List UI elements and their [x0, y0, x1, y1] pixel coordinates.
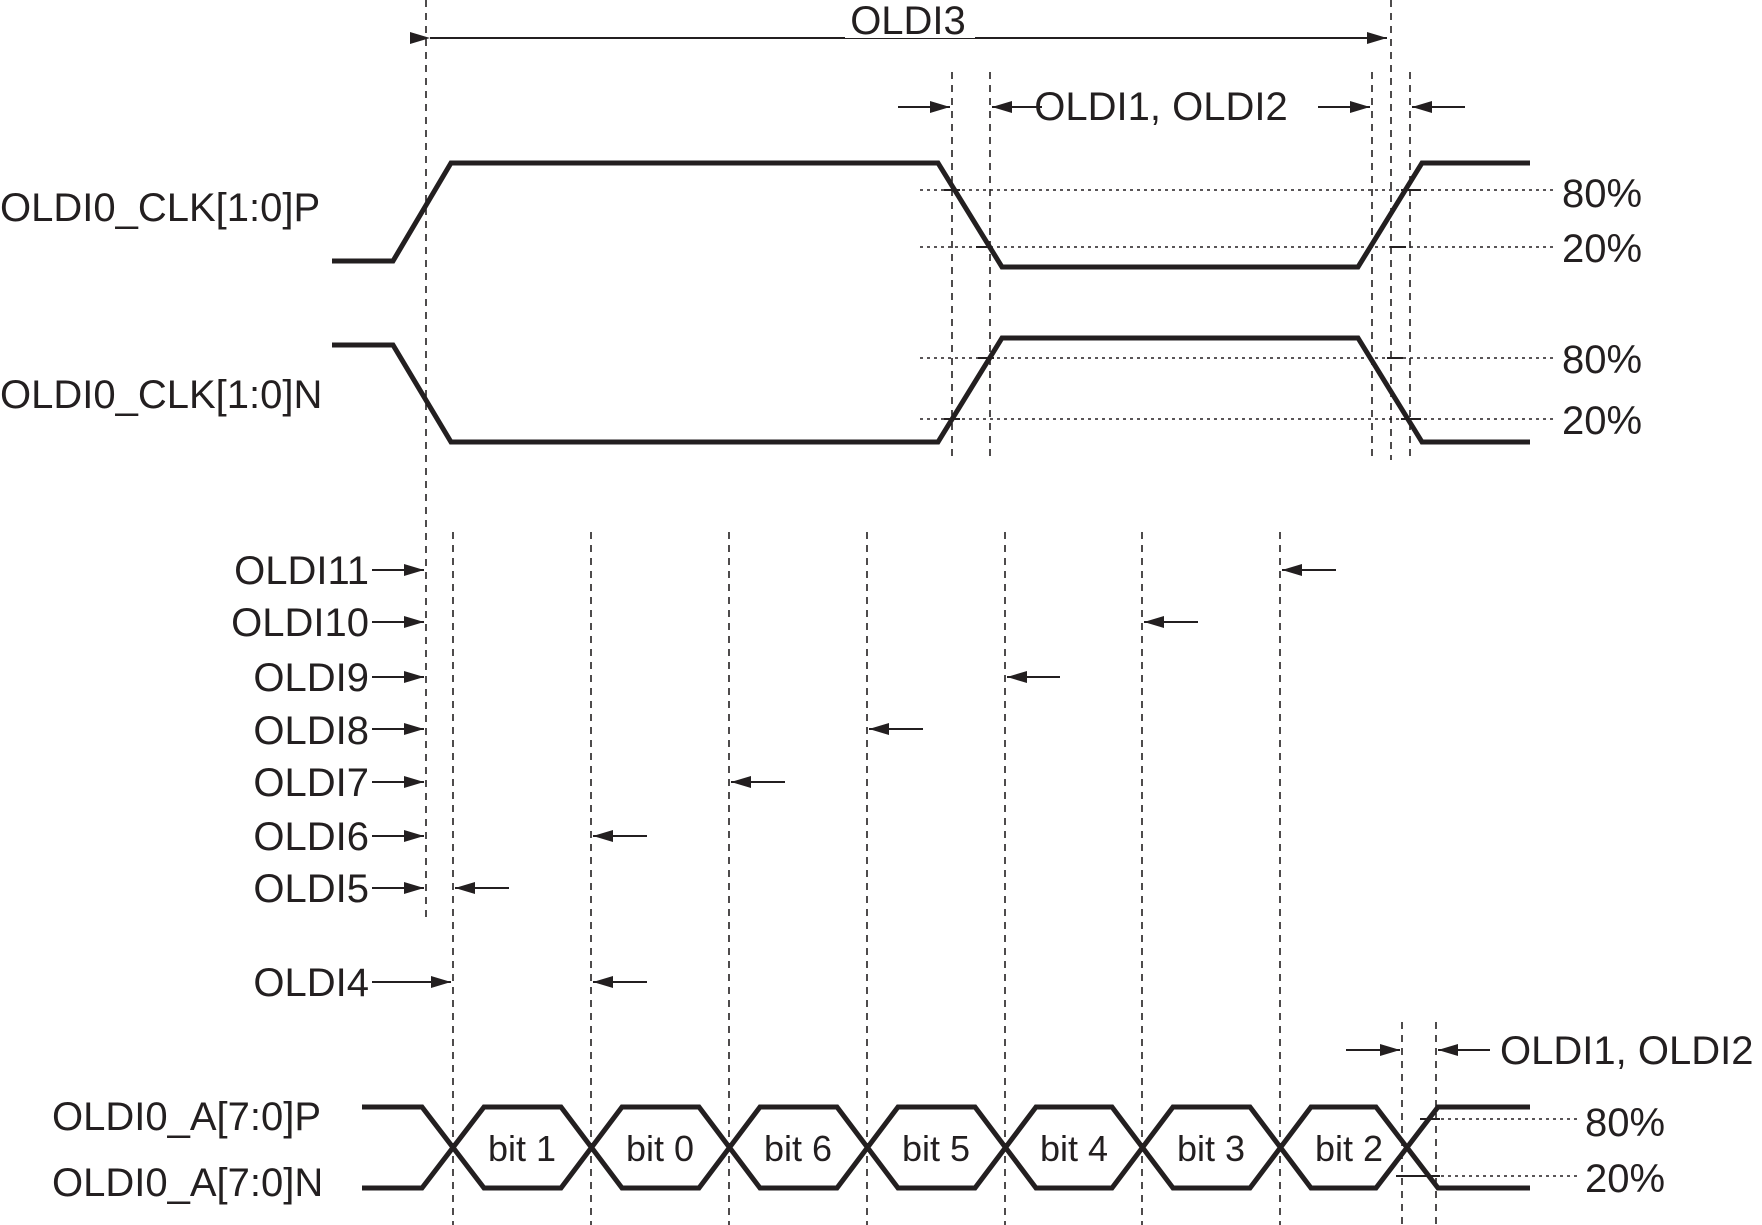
clk-n-waveform: OLDI0_CLK[1:0]N 80% 20%	[0, 335, 1642, 445]
reference-lines	[425, 0, 1437, 1225]
strobe-label: OLDI11	[234, 549, 369, 593]
clk-n-20-label: 20%	[1562, 399, 1642, 443]
strobe-label: OLDI5	[253, 867, 369, 911]
oldi3-label: OLDI3	[850, 0, 966, 43]
bit-label: bit 0	[626, 1128, 694, 1169]
bit-label: bit 1	[488, 1128, 556, 1169]
bit-label: bit 3	[1177, 1128, 1245, 1169]
bit-label: bit 4	[1040, 1128, 1108, 1169]
clk-p-20-label: 20%	[1562, 227, 1642, 271]
oldi1-oldi2-bottom-label: OLDI1, OLDI2	[1500, 1029, 1753, 1073]
strobe-label: OLDI10	[231, 601, 369, 645]
strobe-label: OLDI4	[253, 961, 369, 1005]
data-80-label: 80%	[1585, 1101, 1665, 1145]
bit-label: bit 2	[1315, 1128, 1383, 1169]
oldi1-oldi2-top-label: OLDI1, OLDI2	[1034, 85, 1287, 129]
clk-n-80-label: 80%	[1562, 338, 1642, 382]
strobe-label: OLDI8	[253, 709, 369, 753]
bit-label: bit 6	[764, 1128, 832, 1169]
strobe-label: OLDI6	[253, 815, 369, 859]
data-p-label: OLDI0_A[7:0]P	[52, 1095, 321, 1139]
threshold-lines	[920, 189, 1580, 1177]
clk-p-80-label: 80%	[1562, 172, 1642, 216]
strobe-label: OLDI9	[253, 656, 369, 700]
clk-n-label: OLDI0_CLK[1:0]N	[0, 373, 322, 417]
data-eye-trace	[362, 1104, 1530, 1191]
clk-n-trace	[332, 335, 1530, 445]
clk-p-waveform: OLDI0_CLK[1:0]P 80% 20%	[0, 160, 1642, 271]
bit-label: bit 5	[902, 1128, 970, 1169]
clk-p-trace	[332, 160, 1530, 270]
clk-p-label: OLDI0_CLK[1:0]P	[0, 186, 320, 230]
data-waveform: OLDI0_A[7:0]P OLDI0_A[7:0]N bit 1 bit 0 …	[52, 1095, 1665, 1205]
strobe-parameters: OLDI11 OLDI10 OLDI9 OLDI8 OLDI7 OLDI6 OL…	[231, 549, 1336, 1005]
data-20-label: 20%	[1585, 1157, 1665, 1201]
data-n-label: OLDI0_A[7:0]N	[52, 1161, 323, 1205]
oldi1-oldi2-clock-dimension: OLDI1, OLDI2	[898, 85, 1465, 129]
oldi1-oldi2-data-dimension: OLDI1, OLDI2	[1346, 1029, 1753, 1073]
oldi3-dimension: OLDI3	[410, 0, 1387, 44]
strobe-label: OLDI7	[253, 761, 369, 805]
